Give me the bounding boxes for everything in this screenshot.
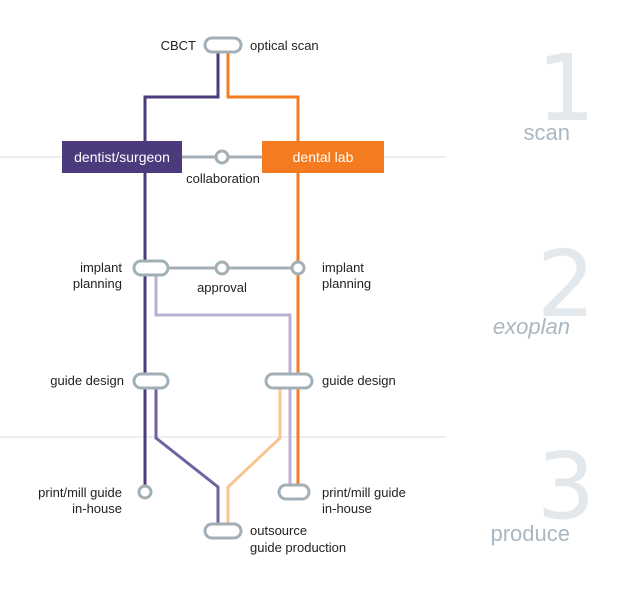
collaboration-node: [214, 149, 230, 165]
print-left-label-1: print/mill guide: [38, 485, 122, 500]
print-right-label-1: print/mill guide: [322, 485, 406, 500]
print-right-node: [277, 483, 311, 501]
print-right-label-2: in-house: [322, 501, 372, 516]
outsource-label-2: guide production: [250, 540, 346, 555]
cbct-label: CBCT: [161, 38, 196, 53]
dentist-surgeon-box: [62, 141, 182, 173]
implant-left-label-1: implant: [80, 260, 122, 275]
lab-outsource-route: [226, 381, 282, 531]
stage-label-2: exoplan: [493, 314, 570, 339]
approval-label: approval: [197, 280, 247, 295]
guide-design-left-node: [132, 372, 170, 390]
scan-node: [203, 36, 243, 54]
implant-right-label-1: implant: [322, 260, 364, 275]
stage-label-1: scan: [524, 120, 570, 145]
guide-design-right-label: guide design: [322, 373, 396, 388]
lab-design-route: [154, 268, 292, 492]
stage-number-1: 1: [537, 35, 596, 142]
lab-main-line: [226, 45, 300, 492]
implant-left-label-2: planning: [73, 276, 122, 291]
collaboration-label: collaboration: [186, 171, 260, 186]
stage-number-3: 3: [537, 433, 596, 540]
approval-node: [214, 260, 230, 276]
implant-planning-left-node: [132, 259, 170, 277]
guide-design-left-label: guide design: [50, 373, 124, 388]
dental-lab-label: dental lab: [293, 149, 354, 165]
guide-design-right-node: [264, 372, 314, 390]
dental-lab-box: [262, 141, 384, 173]
print-left-label-2: in-house: [72, 501, 122, 516]
dentist-main-line: [143, 45, 220, 492]
dentist-surgeon-label: dentist/surgeon: [74, 149, 170, 165]
print-left-node: [137, 484, 153, 500]
optical-scan-label: optical scan: [250, 38, 319, 53]
implant-planning-right-node: [290, 260, 306, 276]
outsource-label-1: outsource: [250, 523, 307, 538]
dentist-outsource-route: [154, 381, 220, 531]
stage-number-2: 2: [537, 231, 596, 338]
stage-label-3: produce: [490, 521, 570, 546]
implant-right-label-2: planning: [322, 276, 371, 291]
outsource-node: [203, 522, 243, 540]
